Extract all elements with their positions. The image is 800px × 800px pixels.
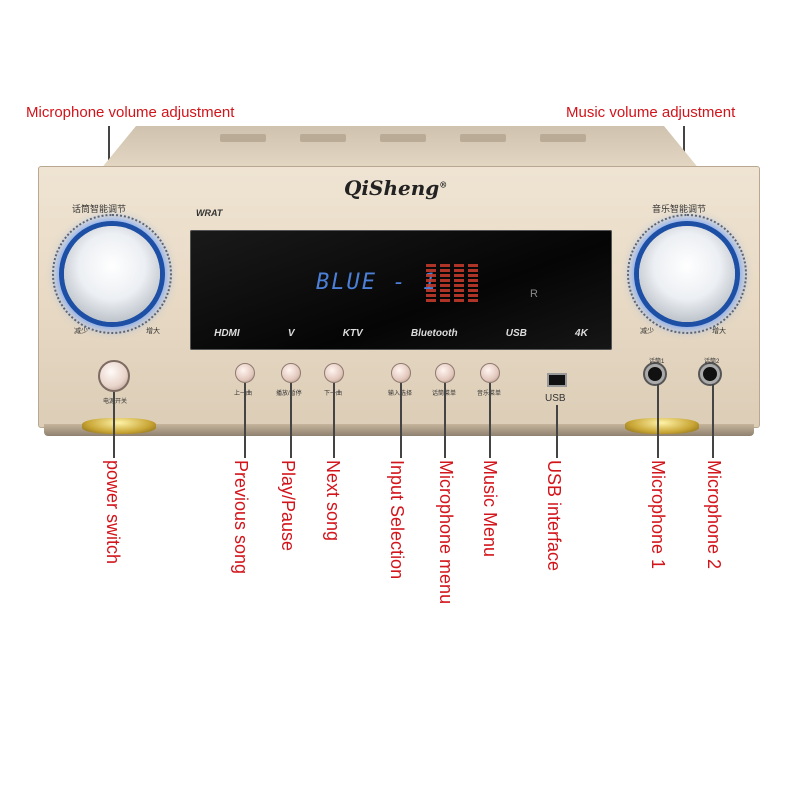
- eq-bar: [440, 264, 450, 302]
- music-knob-max-label: 增大: [712, 328, 726, 335]
- power-switch[interactable]: [98, 360, 130, 392]
- music-menu-button[interactable]: [480, 363, 500, 383]
- brand-logo: QiSheng®: [344, 176, 448, 200]
- amplifier-base: [44, 424, 754, 436]
- vent-slot: [540, 134, 586, 142]
- usb-interface-callout: USB interface: [544, 460, 564, 572]
- mic-volume-callout: Microphone volume adjustment: [26, 104, 235, 121]
- music-volume-knob[interactable]: [639, 226, 735, 322]
- play-pause-callout: Play/Pause: [278, 460, 298, 552]
- mic-volume-knob[interactable]: [64, 226, 160, 322]
- mic1-leader-line: [657, 384, 659, 458]
- previous-song-callout: Previous song: [231, 460, 251, 575]
- right-foot: [625, 418, 699, 434]
- music-menu-callout: Music Menu: [480, 460, 500, 558]
- vent-slot: [220, 134, 266, 142]
- music-volume-callout: Music volume adjustment: [566, 104, 736, 121]
- input-selection-button[interactable]: [391, 363, 411, 383]
- play-pause-leader-line: [290, 383, 292, 458]
- mic2-leader-line: [712, 384, 714, 458]
- right-knob-label: 音乐智能调节: [652, 205, 707, 215]
- play-pause-label: 播放/暂停: [276, 391, 302, 397]
- next-song-callout: Next song: [323, 460, 343, 542]
- 4k-logo: 4K: [575, 328, 588, 339]
- eq-bar: [426, 264, 436, 302]
- left-foot: [82, 418, 156, 434]
- previous-leader-line: [244, 383, 246, 458]
- bluetooth-logo: Bluetooth: [410, 328, 458, 339]
- display-indicator: R: [530, 288, 538, 300]
- mic-knob-min-label: 减少: [74, 328, 88, 335]
- power-label: 电源开关: [103, 399, 128, 405]
- mic-knob-max-label: 增大: [146, 328, 160, 335]
- amplifier-top-cover: [100, 126, 700, 170]
- vent-slot: [380, 134, 426, 142]
- display-logo-row: HDMI V KTV Bluetooth USB 4K: [190, 328, 612, 339]
- usb-logo: USB: [505, 328, 527, 339]
- eq-bar: [454, 264, 464, 302]
- front-display: BLUE - 1 R HDMI V KTV Bluetooth USB 4K: [190, 230, 612, 350]
- usb-port[interactable]: [547, 373, 567, 387]
- eq-bar: [468, 264, 478, 302]
- hdmi-logo: HDMI: [214, 328, 240, 339]
- next-song-button[interactable]: [324, 363, 344, 383]
- mic-knob-scale: [52, 214, 172, 334]
- series-badge: WRAT: [196, 208, 223, 218]
- v-logo: V: [287, 328, 295, 339]
- music-knob-scale: [627, 214, 747, 334]
- input-leader-line: [400, 383, 402, 458]
- vent-slot: [460, 134, 506, 142]
- usb-leader-line: [556, 405, 558, 458]
- music-knob-min-label: 减少: [640, 328, 654, 335]
- display-text: BLUE - 1: [316, 270, 438, 295]
- previous-song-label: 上一曲: [234, 391, 253, 397]
- previous-song-button[interactable]: [235, 363, 255, 383]
- left-knob-label: 话筒智能调节: [72, 205, 127, 215]
- input-selection-callout: Input Selection: [387, 460, 407, 580]
- microphone-2-label: 话筒2: [704, 359, 720, 365]
- microphone-1-callout: Microphone 1: [648, 460, 668, 570]
- microphone-2-callout: Microphone 2: [704, 460, 724, 570]
- music-menu-leader-line: [489, 383, 491, 458]
- power-leader-line: [113, 392, 115, 458]
- mic-menu-leader-line: [444, 383, 446, 458]
- microphone-2-jack[interactable]: [700, 364, 720, 384]
- ktv-logo: KTV: [342, 328, 363, 339]
- microphone-1-jack[interactable]: [645, 364, 665, 384]
- usb-port-label: USB: [545, 393, 566, 404]
- vent-slot: [300, 134, 346, 142]
- play-pause-button[interactable]: [281, 363, 301, 383]
- microphone-1-label: 话筒1: [649, 359, 665, 365]
- microphone-menu-button[interactable]: [435, 363, 455, 383]
- microphone-menu-callout: Microphone menu: [436, 460, 456, 605]
- next-leader-line: [333, 383, 335, 458]
- power-switch-callout: power switch: [103, 460, 123, 565]
